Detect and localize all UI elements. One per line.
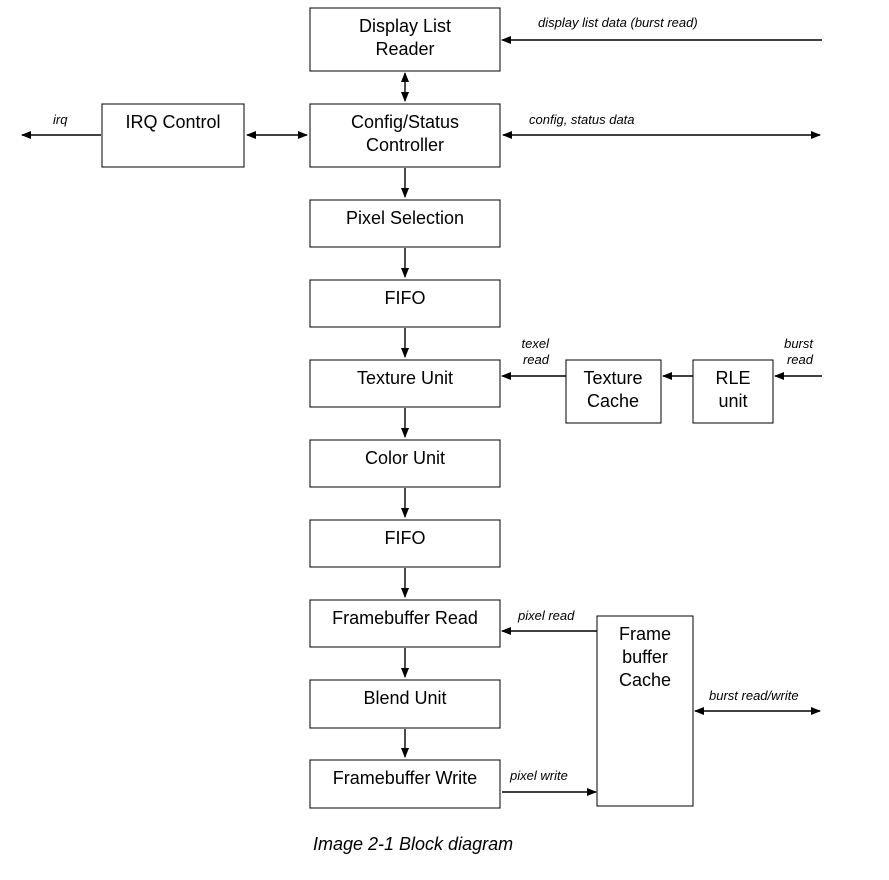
label-config-status-data: config, status data	[529, 112, 635, 127]
label-burst-read-write: burst read/write	[709, 688, 799, 703]
fifo-2-label: FIFO	[385, 528, 426, 548]
framebuffer-cache-line-3: Cache	[619, 670, 671, 690]
fifo-1-block: FIFO	[309, 279, 501, 328]
display-list-reader-line-2: Reader	[375, 39, 434, 59]
connectors	[21, 36, 822, 796]
color-unit-label: Color Unit	[365, 448, 445, 468]
rle-unit-line-2: unit	[718, 391, 747, 411]
texture-unit-label: Texture Unit	[357, 368, 453, 388]
label-irq: irq	[53, 112, 68, 127]
rle-unit-block: RLE unit	[692, 359, 774, 424]
texture-cache-line-1: Texture	[583, 368, 642, 388]
framebuffer-write-block: Framebuffer Write	[309, 759, 501, 809]
texture-unit-block: Texture Unit	[309, 359, 501, 408]
config-status-controller-block: Config/Status Controller	[309, 103, 501, 168]
fifo-1-label: FIFO	[385, 288, 426, 308]
pixel-selection-label: Pixel Selection	[346, 208, 464, 228]
config-status-controller-line-2: Controller	[366, 135, 444, 155]
texture-cache-block: Texture Cache	[565, 359, 662, 424]
display-list-reader-line-1: Display List	[359, 16, 451, 36]
framebuffer-cache-line-2: buffer	[622, 647, 668, 667]
label-pixel-write: pixel write	[509, 768, 568, 783]
blend-unit-block: Blend Unit	[309, 679, 501, 729]
figure-caption: Image 2-1 Block diagram	[313, 834, 514, 854]
framebuffer-read-block: Framebuffer Read	[309, 599, 501, 648]
label-texel-read-line-2: read	[523, 352, 550, 367]
label-burst-read-line-1: burst	[784, 336, 814, 351]
label-texel-read-line-1: texel	[522, 336, 551, 351]
color-unit-block: Color Unit	[309, 439, 501, 488]
blend-unit-label: Blend Unit	[363, 688, 446, 708]
label-display-list-data: display list data (burst read)	[538, 15, 698, 30]
rle-unit-line-1: RLE	[715, 368, 750, 388]
framebuffer-cache-block: Frame buffer Cache	[596, 615, 694, 807]
label-burst-read-line-2: read	[787, 352, 814, 367]
irq-control-block: IRQ Control	[101, 103, 245, 168]
framebuffer-write-label: Framebuffer Write	[333, 768, 477, 788]
texture-cache-line-2: Cache	[587, 391, 639, 411]
config-status-controller-line-1: Config/Status	[351, 112, 459, 132]
label-pixel-read: pixel read	[517, 608, 575, 623]
fifo-2-block: FIFO	[309, 519, 501, 568]
display-list-reader-block: Display List Reader	[309, 7, 501, 72]
irq-control-label: IRQ Control	[125, 112, 220, 132]
framebuffer-read-label: Framebuffer Read	[332, 608, 478, 628]
pixel-selection-block: Pixel Selection	[309, 199, 501, 248]
signal-labels: display list data (burst read) irq confi…	[53, 15, 814, 783]
framebuffer-cache-line-1: Frame	[619, 624, 671, 644]
